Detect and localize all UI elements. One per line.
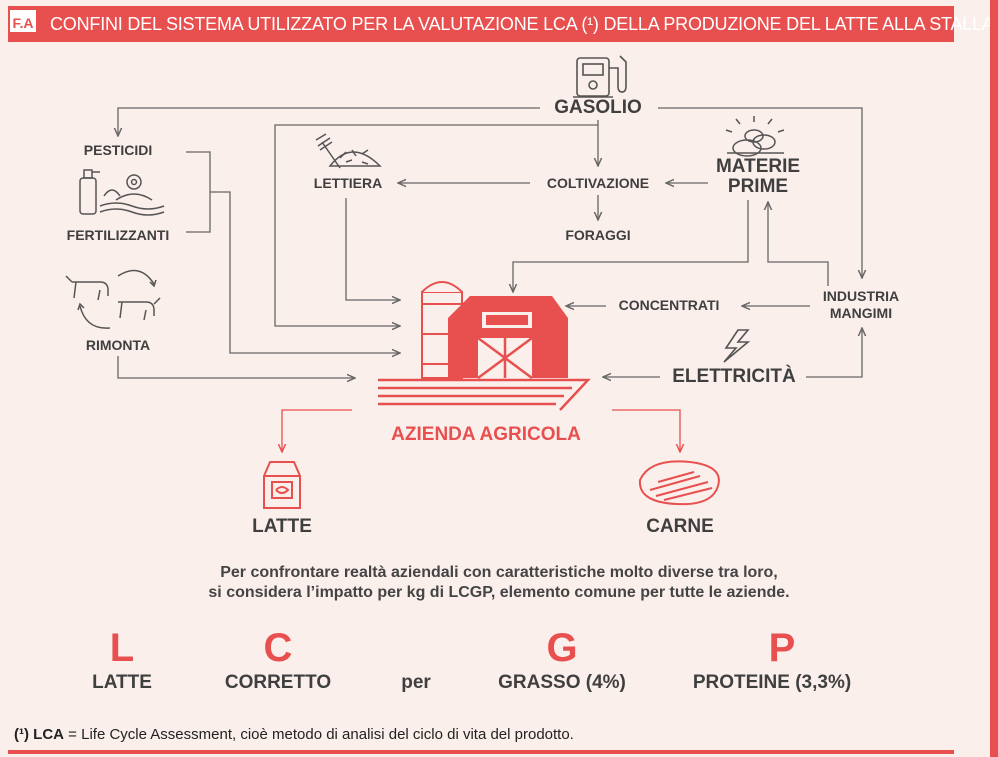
line-industria-materie bbox=[768, 202, 829, 286]
acronym-letter-g: G bbox=[546, 626, 578, 670]
line-pest-fert-barn bbox=[210, 191, 400, 353]
node-carne: CARNE bbox=[646, 516, 714, 537]
figure-header: F.A CONFINI DEL SISTEMA UTILIZZATO PER L… bbox=[8, 6, 994, 42]
node-fertilizzanti: FERTILIZZANTI bbox=[66, 227, 170, 243]
lightning-icon bbox=[723, 329, 751, 363]
footnote-term: LCA bbox=[33, 726, 64, 743]
materie-line-2: PRIME bbox=[727, 176, 789, 197]
steak-icon bbox=[638, 460, 720, 506]
stones-icon bbox=[725, 116, 785, 157]
acronym-letter-l: L bbox=[109, 626, 135, 670]
line-lettiera-barn bbox=[345, 198, 400, 300]
node-materie-prime: MATERIE PRIME bbox=[716, 157, 800, 197]
materie-line-1: MATERIE bbox=[715, 156, 801, 177]
node-foraggi: FORAGGI bbox=[565, 227, 631, 243]
node-gasolio: GASOLIO bbox=[554, 97, 642, 118]
note-line-2: si considera l’impatto per kg di LCGP, e… bbox=[208, 584, 790, 601]
sprayer-plants-icon bbox=[79, 169, 165, 216]
fuel-pump-icon bbox=[573, 55, 627, 98]
side-bar bbox=[990, 0, 998, 757]
line-azienda-latte bbox=[282, 409, 352, 452]
acronym-word-proteine: PROTEINE (3,3%) bbox=[692, 672, 852, 693]
line-rimonta-barn bbox=[117, 356, 355, 378]
milk-carton-icon bbox=[263, 461, 301, 509]
node-rimonta: RIMONTA bbox=[85, 337, 151, 353]
figure-title: CONFINI DEL SISTEMA UTILIZZATO PER LA VA… bbox=[50, 14, 994, 34]
node-lettiera: LETTIERA bbox=[313, 175, 383, 191]
acronym-letter-c: C bbox=[263, 626, 293, 670]
node-latte: LATTE bbox=[252, 516, 312, 537]
footnote-text: = Life Cycle Assessment, cioè metodo di … bbox=[68, 726, 574, 743]
node-azienda-agricola: AZIENDA AGRICOLA bbox=[391, 424, 581, 445]
node-industria-mangimi: INDUSTRIA MANGIMI bbox=[823, 288, 899, 322]
note-line-1: Per confrontare realtà aziendali con car… bbox=[220, 564, 778, 581]
acronym-word-per: per bbox=[401, 672, 431, 693]
acronym-word-latte: LATTE bbox=[92, 672, 152, 693]
line-materie-barn bbox=[513, 200, 749, 292]
cows-cycle-icon bbox=[65, 269, 161, 329]
node-concentrati: CONCENTRATI bbox=[618, 297, 720, 313]
line-elettricita-industria bbox=[806, 328, 862, 378]
node-coltivazione: COLTIVAZIONE bbox=[546, 175, 650, 191]
line-gasolio-industria bbox=[658, 107, 862, 278]
acronym-word-corretto: CORRETTO bbox=[224, 672, 332, 693]
line-bracket-pest-fert bbox=[186, 151, 211, 233]
barn-icon bbox=[378, 281, 591, 411]
acronym-word-grasso: GRASSO (4%) bbox=[498, 672, 626, 693]
footnote: (¹) LCA = Life Cycle Assessment, cioè me… bbox=[14, 726, 574, 743]
line-azienda-carne bbox=[612, 409, 680, 452]
footnote-mark: (¹) bbox=[14, 726, 29, 743]
figure-badge: F.A bbox=[8, 8, 38, 34]
hay-pitchfork-icon bbox=[315, 133, 382, 169]
industria-line-2: MANGIMI bbox=[829, 305, 893, 321]
node-pesticidi: PESTICIDI bbox=[83, 142, 153, 158]
acronym-letter-p: P bbox=[768, 626, 796, 670]
line-gasolio-pesticidi bbox=[118, 107, 540, 136]
bottom-rule bbox=[8, 750, 954, 754]
line-gasolio-barn bbox=[274, 124, 598, 326]
node-elettricita: ELETTRICITÀ bbox=[672, 366, 796, 387]
industria-line-1: INDUSTRIA bbox=[822, 288, 900, 304]
